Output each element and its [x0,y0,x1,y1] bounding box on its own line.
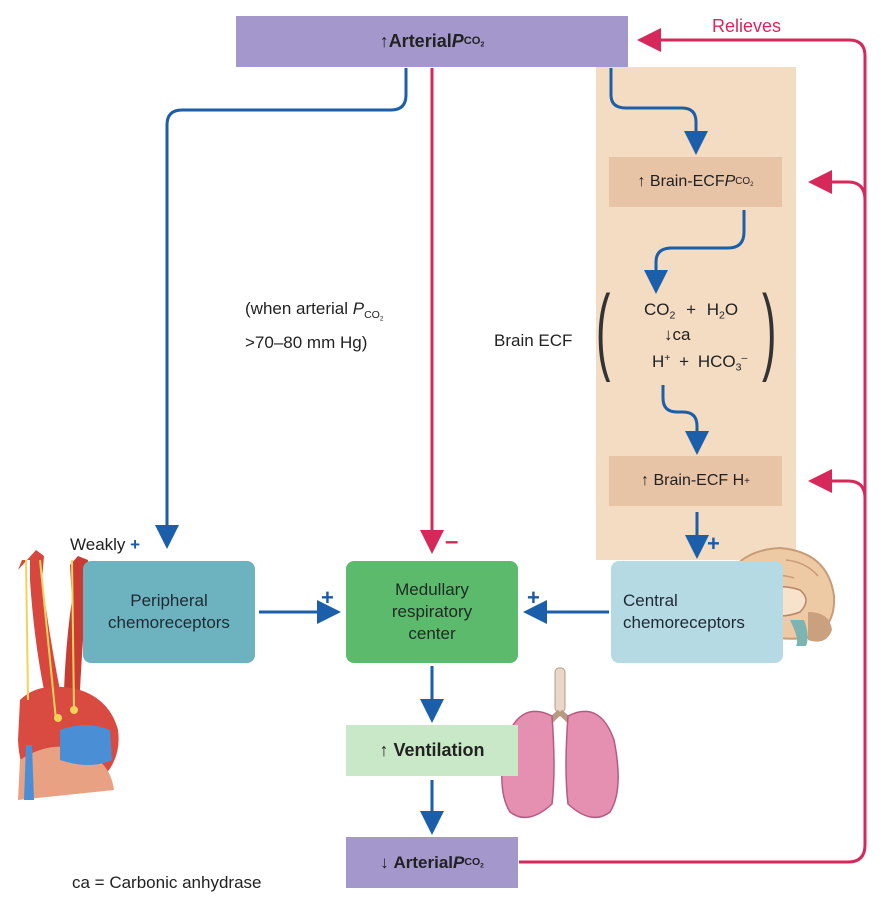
brain-ecf-label: Brain ECF [494,331,573,350]
reaction-right-bracket: ) [762,276,777,383]
minus-sign: – [445,528,459,555]
peripheral-chemoreceptors-box: Peripheral chemoreceptors [83,561,255,663]
arrow-top-to-peripheral [155,68,408,549]
heart-carotid-illustration [18,550,119,800]
arrow-brain-pco2-to-reaction [644,210,746,294]
down-arrow-icon: ↓ [664,325,673,344]
arrow-feedback-brain-h [808,469,867,499]
plus-sign-brain-h: + [707,531,720,556]
brain-ecf-h-box: ↑ Brain-ECF H+ [609,456,782,506]
medullary-respiratory-center-box: Medullary respiratory center [346,561,518,663]
condition-text: (when arterial PCO2 >70–80 mm Hg) [245,299,384,352]
reaction-line-3: H+ + HCO3– [652,352,748,374]
plus-sign-central: + [527,585,540,610]
up-arrow-icon: ↑ [379,31,389,51]
weakly-label: Weakly + [70,535,141,554]
footnote: ca = Carbonic anhydrase [72,873,262,892]
arrow-feedback-loop [519,28,867,864]
arrow-top-to-brain-pco2 [609,68,708,155]
up-arrow-icon: ↑ [637,173,646,190]
lungs-illustration [501,667,619,819]
arrow-feedback-brain-pco2 [808,170,867,201]
plus-sign-peripheral: + [321,585,334,610]
up-arrow-icon: ↑ [641,472,650,489]
central-chemoreceptors-box: Central chemoreceptors [611,561,783,663]
reaction-left-bracket: ( [596,276,611,383]
arrow-reaction-to-brain-h [661,385,709,455]
up-arrow-icon: ↑ [379,740,389,760]
reaction-line-1: CO2 + H2O [644,300,739,322]
relieves-label: Relieves [712,16,782,36]
reaction-line-2: ↓ca [664,325,691,344]
plus-sign: + [130,535,141,554]
ventilation-box: ↑ Ventilation [346,725,518,776]
down-arrow-icon: ↓ [380,852,389,872]
